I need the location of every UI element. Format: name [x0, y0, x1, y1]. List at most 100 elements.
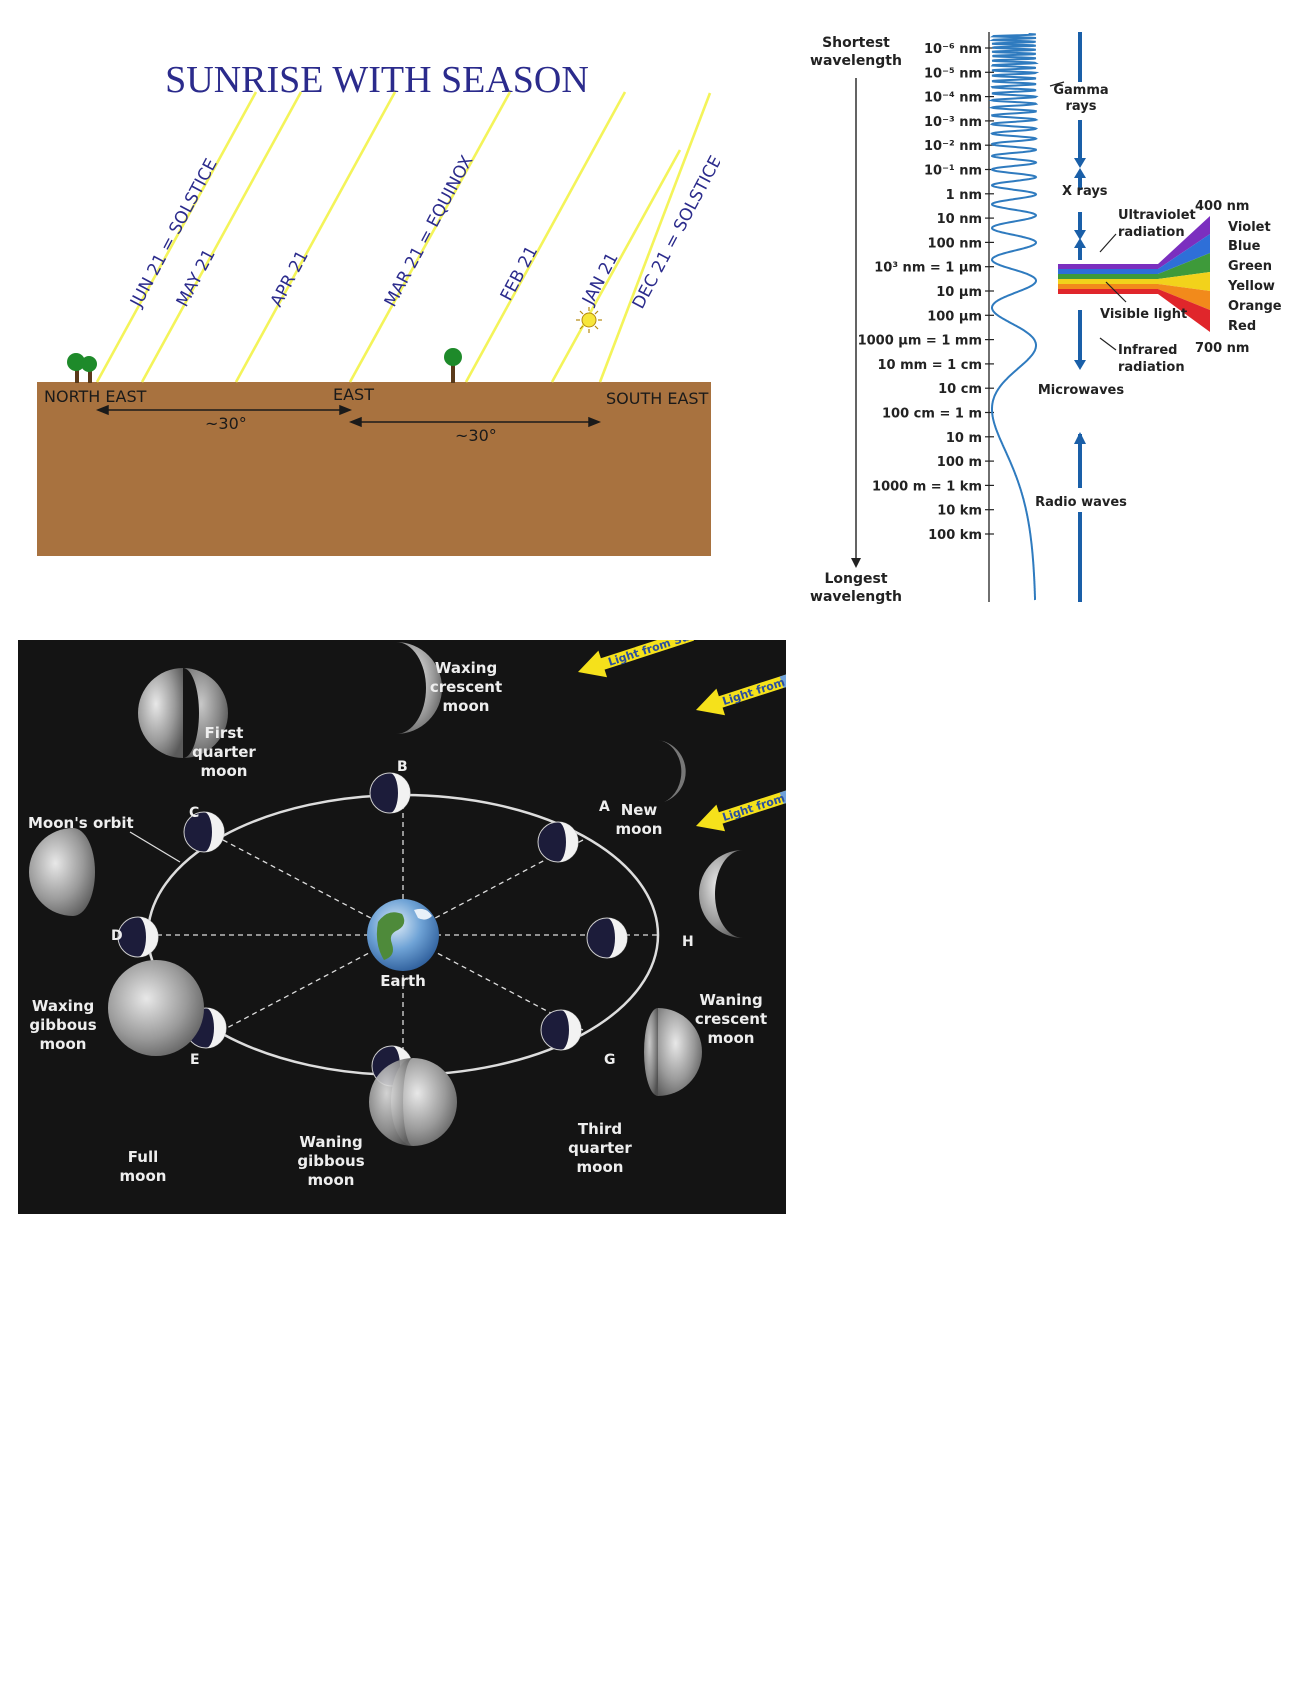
ray-dec — [598, 92, 712, 383]
date-label: MAY 21 — [173, 246, 220, 310]
scale-label: 10⁻³ nm — [924, 115, 982, 130]
waning-gibbous-moon-icon — [391, 1058, 457, 1146]
third-quarter-label: moon — [577, 1158, 624, 1176]
longest-label: wavelength — [810, 589, 902, 605]
waning-crescent-label: moon — [708, 1029, 755, 1047]
waning-gibbous-label: moon — [308, 1171, 355, 1189]
ray-apr — [234, 91, 397, 383]
scale-label: 10 mm = 1 cm — [878, 358, 982, 373]
east-label: EAST — [333, 385, 374, 404]
sunrise-svg: SUNRISE WITH SEASON JUN 21 = SOLSTICE — [37, 59, 726, 556]
shortest-label: wavelength — [810, 53, 902, 69]
south-east-label: SOUTH EAST — [606, 389, 709, 408]
spectrum-diagram: Shortest wavelength Longest wavelength 1… — [800, 20, 1300, 610]
full-moon-label: moon — [120, 1167, 167, 1185]
scale-label: 100 km — [928, 528, 982, 543]
position-letter-a: A — [599, 799, 610, 815]
earth-icon: Earth — [367, 899, 439, 990]
orbit-moon-icon — [117, 916, 159, 958]
first-quarter-label: quarter — [192, 743, 256, 761]
waning-crescent-moon-icon — [699, 850, 743, 938]
sunrise-title: SUNRISE WITH SEASON — [165, 59, 589, 101]
ground — [37, 382, 711, 556]
north-east-label: NORTH EAST — [44, 387, 147, 406]
scale-label: 10 cm — [938, 382, 982, 397]
violet-label: Violet — [1228, 220, 1271, 235]
ray-jan — [550, 149, 682, 383]
ir-label: Infrared — [1118, 343, 1177, 358]
visible-start-label: 400 nm — [1195, 199, 1249, 214]
scale-label: 10³ nm = 1 μm — [874, 261, 982, 276]
first-quarter-label: First — [205, 724, 244, 742]
visible-end-label: 700 nm — [1195, 341, 1249, 356]
position-letter-e: E — [190, 1052, 200, 1068]
tree-icon — [67, 353, 97, 383]
date-label: JUN 21 = SOLSTICE — [126, 156, 221, 312]
shortest-label: Shortest — [822, 35, 890, 51]
date-label: JAN 21 — [578, 249, 622, 309]
first-quarter-label: moon — [201, 762, 248, 780]
scale-label: 10⁻¹ nm — [924, 164, 982, 179]
scale-label: 10 nm — [937, 212, 982, 227]
sunrise-diagram: SUNRISE WITH SEASON JUN 21 = SOLSTICE — [0, 0, 726, 570]
angle-label-left: ~30° — [205, 414, 247, 433]
scale-label: 10 m — [946, 431, 982, 446]
scale-label: 10⁻⁵ nm — [924, 66, 982, 81]
longest-label: Longest — [824, 571, 887, 587]
new-moon-sliver-icon — [658, 740, 686, 802]
uv-label: radiation — [1118, 225, 1185, 240]
gamma-label: rays — [1066, 99, 1097, 114]
waxing-gibbous-label: gibbous — [29, 1016, 96, 1034]
sun-rays — [95, 91, 712, 383]
scale-label: 1000 μm = 1 mm — [858, 334, 982, 349]
third-quarter-label: Third — [578, 1120, 622, 1138]
orange-label: Orange — [1228, 299, 1282, 314]
date-label: APR 21 — [267, 247, 313, 310]
leader-lines — [1049, 81, 1127, 351]
position-letter-h: H — [682, 934, 694, 950]
scale-label: 10⁻⁶ nm — [924, 42, 982, 57]
full-moon-icon — [108, 960, 204, 1056]
position-letter-b: B — [397, 759, 408, 775]
ray-mar — [348, 91, 512, 383]
waxing-crescent-label: Waxing — [435, 659, 497, 677]
waning-crescent-label: crescent — [695, 1010, 767, 1028]
full-moon-label: Full — [128, 1148, 158, 1166]
ir-label: radiation — [1118, 360, 1185, 375]
sun-icon — [576, 307, 602, 333]
date-label: FEB 21 — [497, 243, 542, 305]
ray-may — [140, 91, 303, 383]
uv-label: Ultraviolet — [1118, 208, 1196, 223]
orbit-pointer — [129, 831, 181, 863]
waxing-crescent-moon-icon — [396, 642, 442, 734]
scale-label: 1000 m = 1 km — [872, 479, 982, 494]
scale-label: 100 cm = 1 m — [882, 407, 982, 422]
tree-icon — [444, 348, 462, 383]
waxing-crescent-label: crescent — [430, 678, 502, 696]
orbit-moon-icon — [540, 1009, 582, 1051]
orbit-moon-icon — [586, 917, 628, 959]
new-moon-label: New — [621, 801, 658, 819]
date-label: DEC 21 = SOLSTICE — [629, 153, 720, 313]
angle-arrows — [95, 404, 602, 428]
gamma-label: Gamma — [1053, 83, 1108, 98]
waning-gibbous-label: gibbous — [297, 1152, 364, 1170]
moon-svg: Light from Sun Light from Sun Light from… — [18, 628, 822, 1214]
position-letter-g: G — [604, 1052, 616, 1068]
green-label: Green — [1228, 259, 1272, 274]
waxing-gibbous-moon-icon — [29, 828, 95, 916]
spectrum-svg: Shortest wavelength Longest wavelength 1… — [810, 32, 1282, 605]
band-axis — [1074, 32, 1086, 602]
scale-label: 1 nm — [946, 188, 982, 203]
ray-jun — [95, 91, 258, 383]
blue-label: Blue — [1228, 239, 1261, 254]
moon-phases-diagram: Light from Sun Light from Sun Light from… — [18, 628, 822, 1214]
orbit-moon-icon — [537, 821, 579, 863]
date-label: MAR 21 = EQUINOX — [381, 152, 478, 310]
scale-label: 10⁻⁴ nm — [924, 91, 982, 106]
orbit-label: Moon's orbit — [28, 814, 134, 832]
micro-label: Microwaves — [1038, 383, 1125, 398]
waxing-gibbous-label: Waxing — [32, 997, 94, 1015]
xray-label: X rays — [1062, 184, 1108, 199]
